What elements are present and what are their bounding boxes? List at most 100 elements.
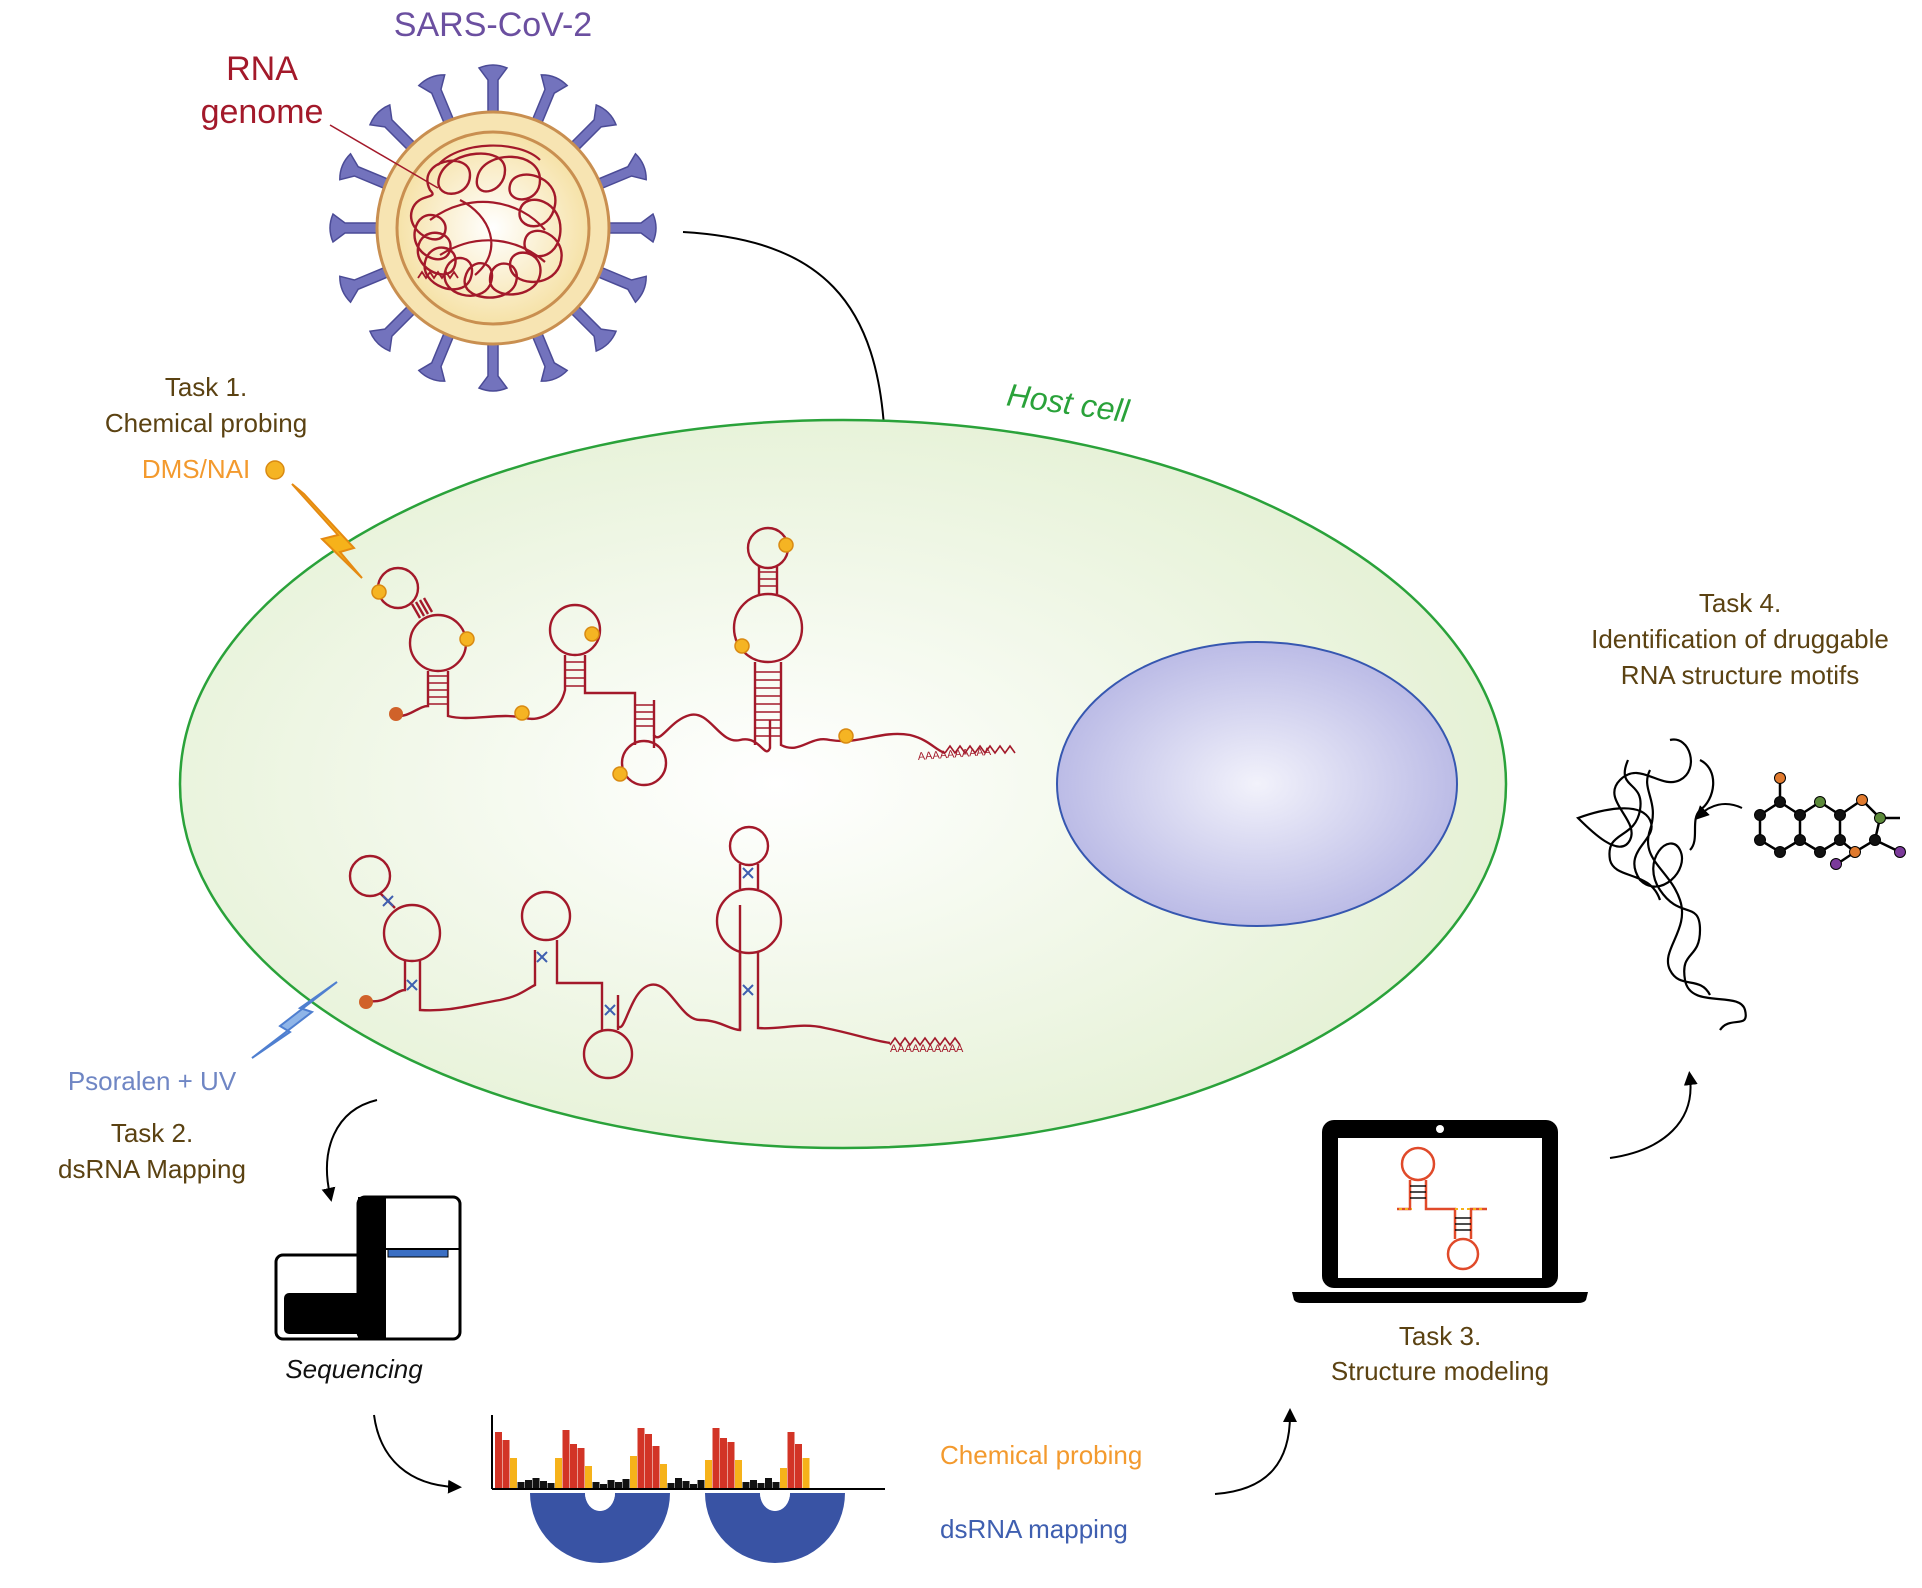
molecule-icon xyxy=(1754,772,1906,870)
virus-icon xyxy=(329,64,657,392)
dsrna-arc-left xyxy=(530,1493,670,1563)
laptop-icon xyxy=(1292,1120,1588,1303)
spike-protein xyxy=(477,64,509,117)
readout-chemical-label: Chemical probing xyxy=(940,1440,1142,1470)
rna-5prime-cap xyxy=(389,707,403,721)
readout-bar xyxy=(705,1460,712,1488)
polyA-tail-top: AAAAAAAAAA xyxy=(917,746,992,763)
readout-bar xyxy=(682,1481,690,1488)
readout-bar xyxy=(667,1483,675,1488)
crosslinked-rna-structure xyxy=(348,825,961,1080)
task1-reagent: DMS/NAI xyxy=(142,454,250,484)
spike-protein xyxy=(593,152,647,191)
readout-bar xyxy=(585,1466,592,1488)
spike-protein xyxy=(593,265,647,304)
readout-bar xyxy=(630,1456,637,1488)
spike-protein xyxy=(417,74,456,128)
polyA-tail-bottom: AAAAAAAAAA xyxy=(890,1043,964,1055)
to-readout-arrow xyxy=(373,1414,462,1494)
genome-label-line1: RNA xyxy=(226,50,298,88)
readout-bar xyxy=(652,1446,660,1488)
host-cell xyxy=(178,418,1508,1150)
virus-name: SARS-CoV-2 xyxy=(394,6,592,44)
readout-bar xyxy=(742,1482,750,1488)
to-druggable-arrow xyxy=(1609,1071,1698,1159)
readout-bar xyxy=(780,1468,787,1488)
readout-bar xyxy=(690,1484,697,1488)
spike-protein xyxy=(339,152,393,191)
uv-lightning-icon xyxy=(251,981,338,1059)
dsrna-arc-right xyxy=(705,1493,845,1563)
readout-bar xyxy=(607,1480,615,1488)
task2-reagent: Psoralen + UV xyxy=(68,1066,237,1096)
readout-bar xyxy=(765,1478,772,1488)
readout-bar xyxy=(645,1434,652,1488)
spike-protein xyxy=(339,265,393,304)
readout-bar xyxy=(622,1479,630,1488)
readout-bar xyxy=(675,1478,682,1488)
genome-label-line2: genome xyxy=(201,93,324,131)
readout-bar xyxy=(570,1444,577,1488)
rna-5prime-cap-bottom xyxy=(359,995,373,1009)
readout-bar xyxy=(615,1482,622,1488)
spike-protein xyxy=(417,328,456,382)
spike-protein xyxy=(368,302,419,353)
readout-bar xyxy=(637,1428,645,1488)
readout-bar xyxy=(720,1438,727,1488)
task2-title: dsRNA Mapping xyxy=(58,1154,246,1184)
spike-protein xyxy=(530,328,569,382)
genome-pointer-line xyxy=(329,124,439,189)
readout-bar xyxy=(532,1478,540,1488)
readout-plot xyxy=(491,1415,885,1563)
task4-number: Task 4. xyxy=(1699,588,1781,618)
readout-bar xyxy=(577,1448,585,1488)
readout-bar xyxy=(795,1444,802,1488)
sequencer-icon xyxy=(274,1195,462,1341)
task1-title: Chemical probing xyxy=(105,408,307,438)
rna-genome-coil xyxy=(409,152,563,299)
readout-bar xyxy=(517,1482,525,1488)
readout-bar xyxy=(495,1432,502,1488)
to-modeling-arrow xyxy=(1214,1408,1297,1495)
entry-arrow xyxy=(682,231,892,452)
readout-bar xyxy=(600,1484,607,1488)
readout-bar xyxy=(802,1458,810,1488)
readout-bar xyxy=(540,1481,547,1488)
task3-title: Structure modeling xyxy=(1331,1356,1549,1386)
probe-markers xyxy=(265,460,854,782)
readout-bar xyxy=(502,1440,510,1488)
lightning-icon xyxy=(291,483,363,579)
readout-bar xyxy=(592,1482,600,1488)
readout-bar xyxy=(510,1458,517,1488)
spike-protein xyxy=(604,212,657,244)
probed-rna-structure xyxy=(376,526,1016,787)
spike-protein xyxy=(567,103,618,154)
task1-number: Task 1. xyxy=(165,372,247,402)
to-sequencing-arrow xyxy=(321,1099,378,1202)
readout-bar xyxy=(750,1480,757,1488)
readout-bar xyxy=(697,1480,705,1488)
readout-bar xyxy=(712,1428,720,1488)
spike-protein xyxy=(329,212,382,244)
readout-bar xyxy=(787,1432,795,1488)
task4-title-line1: Identification of druggable xyxy=(1591,624,1889,654)
readout-bar xyxy=(757,1483,765,1488)
host-cell-label: Host cell xyxy=(1005,377,1132,430)
readout-bar xyxy=(727,1442,735,1488)
task2-number: Task 2. xyxy=(111,1118,193,1148)
spike-protein xyxy=(477,339,509,392)
readout-bar xyxy=(562,1430,570,1488)
spike-protein xyxy=(530,74,569,128)
crosslink-marks xyxy=(382,867,754,1016)
readout-dsrna-label: dsRNA mapping xyxy=(940,1514,1128,1544)
readout-bar xyxy=(735,1460,742,1488)
ligand-binding-arrow xyxy=(1695,803,1743,820)
spike-protein xyxy=(368,103,419,154)
task4-title-line2: RNA structure motifs xyxy=(1621,660,1859,690)
readout-bar xyxy=(660,1464,667,1488)
task3-number: Task 3. xyxy=(1399,1321,1481,1351)
readout-bar xyxy=(772,1482,780,1488)
nucleus xyxy=(1056,641,1458,927)
readout-bar xyxy=(555,1458,562,1488)
